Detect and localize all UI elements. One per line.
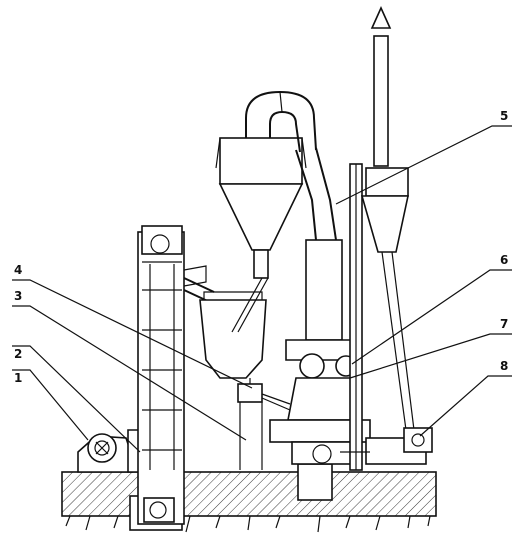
storage-hopper [199, 291, 267, 379]
callout-8: 8 [500, 359, 508, 373]
blower-cyclone [360, 6, 415, 431]
callout-leaders [12, 125, 512, 453]
bucket-elevator [137, 225, 207, 525]
main-mill [269, 239, 371, 465]
callout-4: 4 [14, 263, 22, 277]
jaw-crusher [77, 429, 143, 473]
callout-1: 1 [14, 371, 22, 385]
callout-5: 5 [500, 109, 508, 123]
callout-2: 2 [14, 347, 22, 361]
motor-gearbox [340, 427, 433, 465]
foundation-slab [61, 463, 437, 533]
blower-duct [295, 147, 337, 241]
return-duct [245, 90, 317, 153]
callout-6: 6 [500, 253, 508, 267]
analyser-column [349, 163, 363, 471]
callout-3: 3 [14, 289, 22, 303]
cyclone-collector [215, 137, 307, 333]
callout-7: 7 [500, 317, 508, 331]
